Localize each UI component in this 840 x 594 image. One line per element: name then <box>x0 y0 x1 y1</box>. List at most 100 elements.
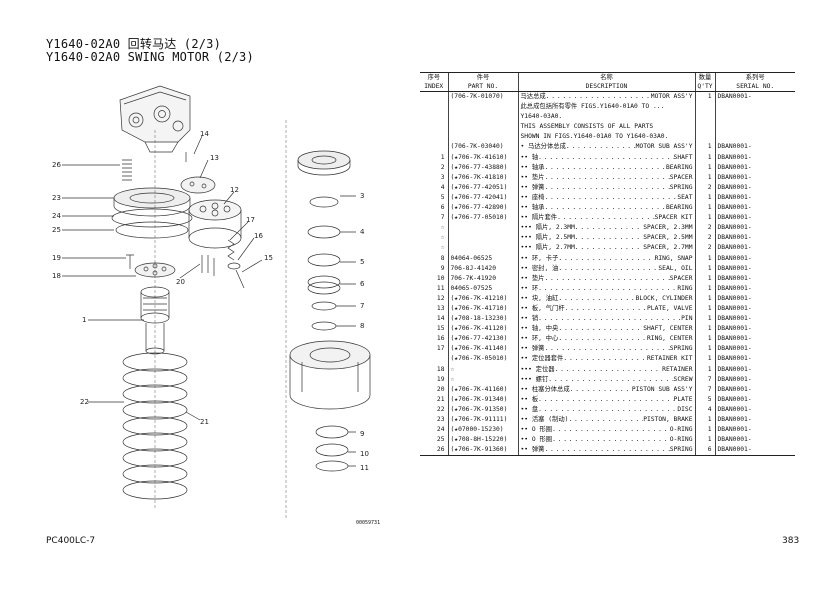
callout-24: 24 <box>52 212 61 220</box>
row-description: ••• 隔片, 2.7MM SPACER, 2.7MM <box>517 243 695 254</box>
diagram-code: 00059731 <box>356 520 381 526</box>
table-row: 16(★706-77-42130)•• 环, 中心RING, CENTER1DB… <box>420 334 795 345</box>
row-description-en: PISTON SUB ASS'Y <box>631 385 693 393</box>
row-serial-no: DBAN0001- <box>714 354 795 365</box>
row-description-cn: •• 弹簧 <box>520 446 545 454</box>
table-row: 19☆••• 螺钉SCREW7DBAN0001- <box>420 374 795 385</box>
callout-23: 23 <box>52 194 61 202</box>
row-qty: 1 <box>694 293 715 304</box>
row-description: THIS ASSEMBLY CONSISTS OF ALL PARTS <box>517 122 695 133</box>
row-description-en: BEARING <box>665 163 693 171</box>
bearing-6b-drawing <box>307 275 341 289</box>
row-qty: 7 <box>694 384 715 395</box>
row-serial-no: DBAN0001- <box>714 404 795 415</box>
row-part-no: (★706-77-42041) <box>447 192 518 204</box>
row-qty: 1 <box>694 273 715 284</box>
callout-5: 5 <box>360 258 364 266</box>
row-qty: 1 <box>694 162 715 173</box>
leader-dots <box>544 163 665 172</box>
page-title: Y1640-02A0 回转马达 (2/3) Y1640-02A0 SWING M… <box>46 38 254 64</box>
row-description-en: O-RING <box>669 426 693 434</box>
row-index <box>420 354 448 364</box>
row-description-en: BLOCK, CYLINDER <box>635 294 693 302</box>
table-row: (706-7K-03040)• 马达分体总成MOTOR SUB ASS'Y1DB… <box>420 142 795 153</box>
row-index <box>420 132 448 142</box>
row-description-cn: •• 环 <box>520 284 539 292</box>
table-row: THIS ASSEMBLY CONSISTS OF ALL PARTS <box>420 122 795 133</box>
row-description-cn: ••• 隔片, 2.5MM <box>520 234 575 242</box>
row-index: 1 <box>440 153 445 161</box>
row-index: 23 <box>436 416 445 423</box>
row-description-en: BEARING <box>665 204 693 212</box>
row-description-cn: •• 弹簧 <box>520 183 545 191</box>
row-index: ☆ <box>440 224 445 232</box>
row-description-cn: •• 垫片 <box>520 173 545 181</box>
row-description-cn: •• 板, 气门杆 <box>520 304 565 312</box>
seat-5-drawing <box>307 253 341 267</box>
row-description: •• 弹簧SPRING <box>517 344 695 355</box>
callout-19: 19 <box>52 254 61 262</box>
ring-11-drawing <box>315 460 349 472</box>
row-description: •• O 形圈O-RING <box>517 435 695 446</box>
row-serial-no: DBAN0001- <box>714 192 795 204</box>
page-number: 383 <box>782 536 800 546</box>
row-description-cn: •• 座椅 <box>520 193 545 201</box>
row-serial-no: DBAN0001- <box>714 374 795 385</box>
row-qty: 1 <box>694 354 715 365</box>
row-index <box>420 142 448 152</box>
row-qty: 2 <box>694 233 715 244</box>
row-index: ☆ <box>440 244 445 252</box>
row-part-no: (★706-7K-41810) <box>447 172 518 183</box>
row-part-no: (706-7K-01070) <box>447 91 518 103</box>
row-description-en: SPACER, 2.7MM <box>643 244 693 252</box>
row-description: •• 板PLATE <box>517 394 695 405</box>
row-description-cn: 马达总成 <box>520 93 546 100</box>
piston-20-drawing <box>201 255 215 276</box>
row-serial-no <box>714 112 795 123</box>
leader-dots <box>558 324 643 333</box>
row-description-cn: •• 轴承 <box>520 204 545 212</box>
row-description-en: RING, SNAP <box>654 254 693 262</box>
row-description: •• 块, 油缸BLOCK, CYLINDER <box>517 293 695 304</box>
callout-25: 25 <box>52 226 61 234</box>
row-description: •• 销PIN <box>517 314 695 325</box>
row-serial-no <box>714 122 795 133</box>
bearing-6-drawing <box>297 150 351 176</box>
row-description-cn: ••• 隔片, 2.7MM <box>520 244 575 252</box>
row-serial-no: DBAN0001- <box>714 435 795 446</box>
leader-dots <box>563 354 647 363</box>
row-index <box>420 122 448 132</box>
row-part-no <box>447 233 518 244</box>
row-index: 14 <box>436 315 445 323</box>
callout-22: 22 <box>80 398 89 406</box>
leader-dots <box>538 405 677 414</box>
table-row: SHOWN IN FIGS.Y1640-01A0 TO Y1640-03A0. <box>420 132 795 143</box>
row-index: 15 <box>436 325 445 333</box>
row-qty: 1 <box>694 425 715 436</box>
row-description: •• 轴承BEARING <box>517 162 695 173</box>
row-description-cn: •• 销 <box>520 315 539 323</box>
row-qty: 6 <box>694 445 715 457</box>
row-qty: 1 <box>694 334 715 345</box>
row-index: 2 <box>440 163 445 171</box>
o-ring-24-drawing <box>111 208 193 228</box>
row-qty: 1 <box>694 91 715 103</box>
row-part-no <box>447 243 518 254</box>
callout-11: 11 <box>360 464 369 472</box>
spacer-10-drawing <box>315 443 349 457</box>
row-serial-no: DBAN0001- <box>714 263 795 274</box>
row-description-en: PLATE, VALVE <box>647 304 693 312</box>
row-description-en: RING, CENTER <box>647 335 693 343</box>
center-shaft-15-drawing <box>235 269 245 289</box>
row-index <box>420 102 448 112</box>
motor-housing-drawing <box>119 85 191 153</box>
row-description-cn: ••• 隔片, 2.3MM <box>520 224 575 232</box>
row-part-no: (★706-7K-41160) <box>447 384 518 395</box>
row-part-no: (★706-7K-91340) <box>447 394 518 405</box>
row-description: ••• 隔片, 2.3MMSPACER, 2.3MM <box>517 223 695 234</box>
leader-dots <box>538 314 681 323</box>
row-part-no: 706-8J-41420 <box>447 263 518 274</box>
